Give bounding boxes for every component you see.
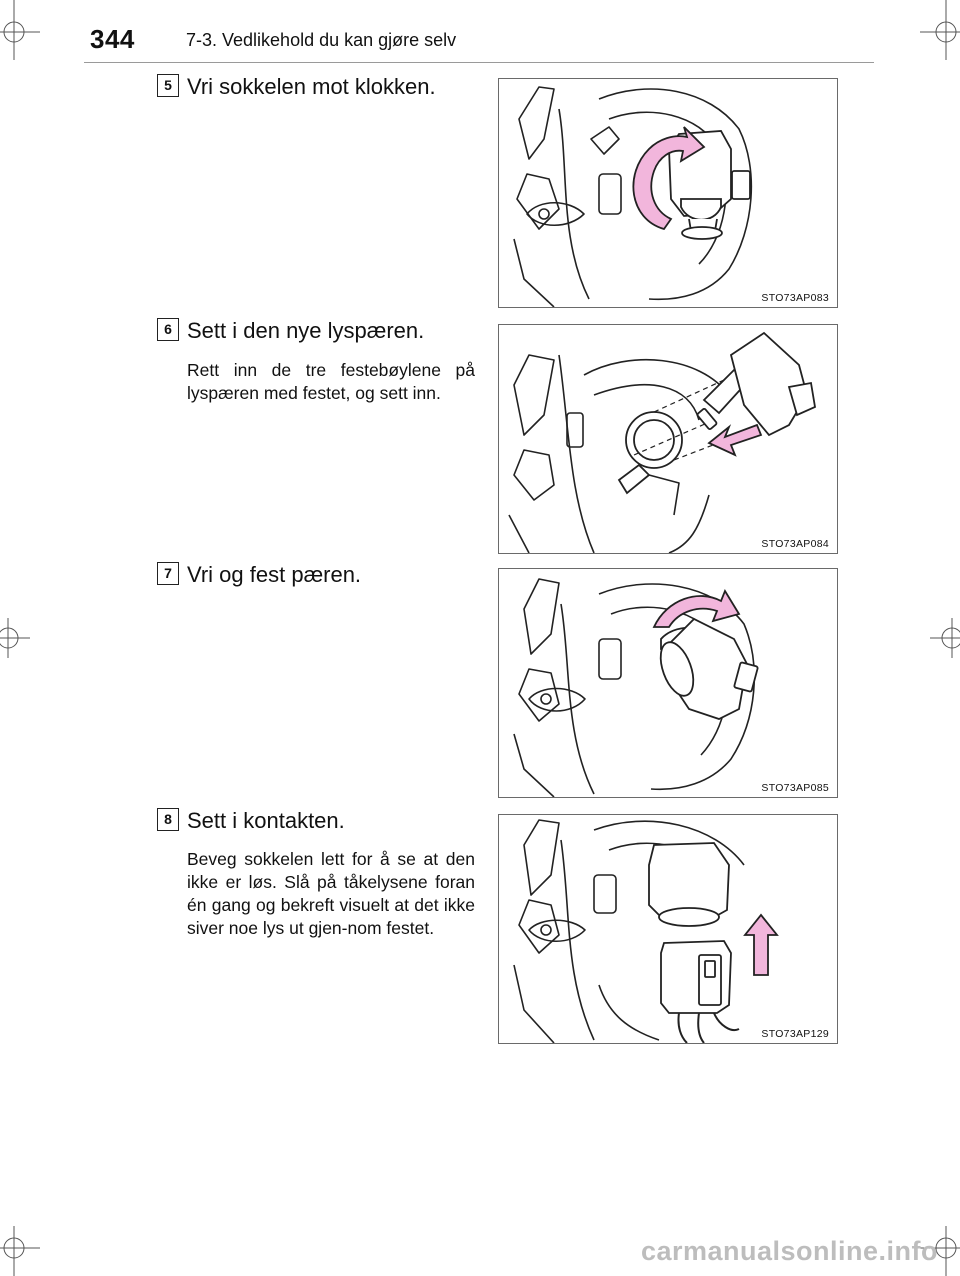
watermark-logo: carmanualsonline.info xyxy=(640,1236,938,1266)
figure-code: STO73AP084 xyxy=(759,538,831,550)
step-title: Vri sokkelen mot klokken. xyxy=(187,74,436,99)
figure-code: STO73AP085 xyxy=(759,782,831,794)
crop-mark-mid-left xyxy=(0,618,30,658)
figure-insert-new-bulb: STO73AP084 xyxy=(498,324,838,554)
figure-rotate-socket-counterclockwise: STO73AP083 xyxy=(498,78,838,308)
step-number-badge: 8 xyxy=(157,808,179,831)
figure-rotate-and-fix-bulb: STO73AP085 xyxy=(498,568,838,798)
step-number-badge: 5 xyxy=(157,74,179,97)
step-number-badge: 6 xyxy=(157,318,179,341)
section-title: 7-3. Vedlikehold du kan gjøre selv xyxy=(186,30,457,50)
step-title: Vri og fest pæren. xyxy=(187,562,362,587)
push-up-arrow-icon xyxy=(743,913,779,976)
rotation-arrow-icon xyxy=(652,588,741,628)
step-title: Sett i kontakten. xyxy=(187,808,345,833)
page-number: 344 xyxy=(90,24,135,54)
crop-mark-bottom-left xyxy=(0,1226,40,1276)
crop-mark-top-left xyxy=(0,0,40,60)
step-number-badge: 7 xyxy=(157,562,179,585)
figure-code: STO73AP083 xyxy=(759,292,831,304)
header-rule xyxy=(84,62,874,63)
figure-connect-connector: STO73AP129 xyxy=(498,814,838,1044)
insert-arrow-icon xyxy=(707,423,763,457)
step-title: Sett i den nye lyspæren. xyxy=(187,318,425,343)
step-text: Rett inn de tre festebøylene på lyspæren… xyxy=(187,360,475,403)
crop-mark-top-right xyxy=(920,0,960,60)
crop-mark-mid-right xyxy=(930,618,960,658)
step-text: Beveg sokkelen lett for å se at den ikke… xyxy=(187,849,475,938)
figure-code: STO73AP129 xyxy=(759,1028,831,1040)
crop-mark-bottom-right xyxy=(920,1226,960,1276)
rotation-arrow-icon xyxy=(632,126,706,231)
